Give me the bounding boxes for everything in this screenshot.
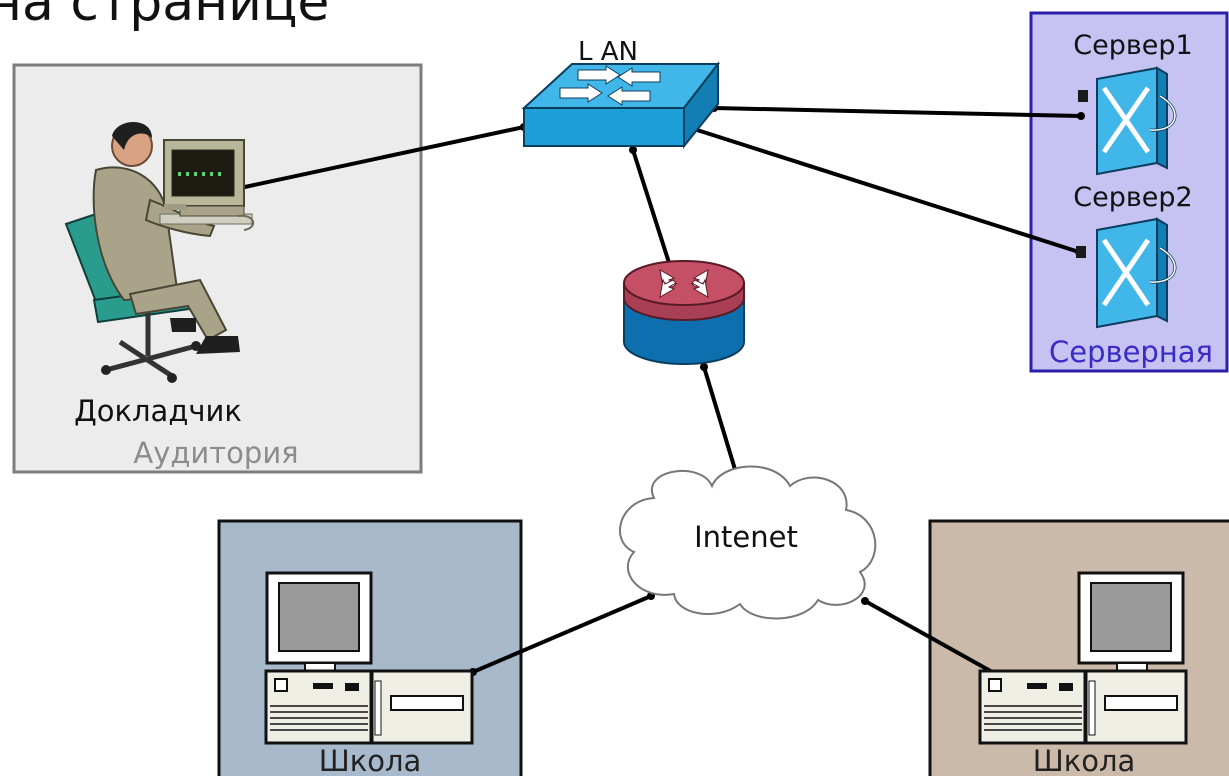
server-icon[interactable] bbox=[1078, 66, 1177, 176]
auditorium-label: Аудитория bbox=[133, 436, 298, 470]
link-dot bbox=[629, 146, 637, 154]
person-at-computer-icon[interactable] bbox=[64, 122, 254, 383]
links bbox=[239, 106, 1082, 680]
network-switch-icon[interactable] bbox=[521, 61, 721, 149]
server2-label: Сервер2 bbox=[1073, 182, 1192, 213]
server1-label: Сервер1 bbox=[1073, 30, 1192, 61]
link-dot bbox=[1077, 112, 1085, 120]
link-switch-server1 bbox=[713, 106, 1082, 118]
speaker-label: Докладчик bbox=[74, 394, 242, 428]
school-right-label: Школа bbox=[1033, 744, 1136, 776]
desktop-computer-icon[interactable] bbox=[264, 571, 474, 745]
school-left-label: Школа bbox=[319, 744, 422, 776]
server-icon[interactable] bbox=[1076, 217, 1177, 329]
server-room-label: Серверная bbox=[1049, 335, 1213, 369]
link-dot bbox=[861, 597, 869, 605]
auditorium-frame bbox=[12, 63, 423, 474]
cloud-icon[interactable] bbox=[618, 465, 877, 620]
router-icon[interactable] bbox=[623, 260, 745, 365]
link-switch-server2 bbox=[693, 127, 1080, 254]
auditorium-zone: Аудитория bbox=[12, 63, 423, 474]
internet-label: Intenet bbox=[694, 520, 798, 554]
link-internet-school-right bbox=[864, 599, 1004, 680]
link-internet-school-left bbox=[472, 594, 652, 674]
page-heading: на странице bbox=[0, 0, 329, 33]
lan-switch-label: L AN bbox=[578, 37, 638, 67]
desktop-computer-icon[interactable] bbox=[978, 571, 1188, 745]
link-router-internet bbox=[702, 366, 739, 477]
link-switch-router bbox=[631, 149, 673, 270]
link-speaker-switch bbox=[239, 125, 525, 190]
link-dot bbox=[700, 363, 708, 371]
